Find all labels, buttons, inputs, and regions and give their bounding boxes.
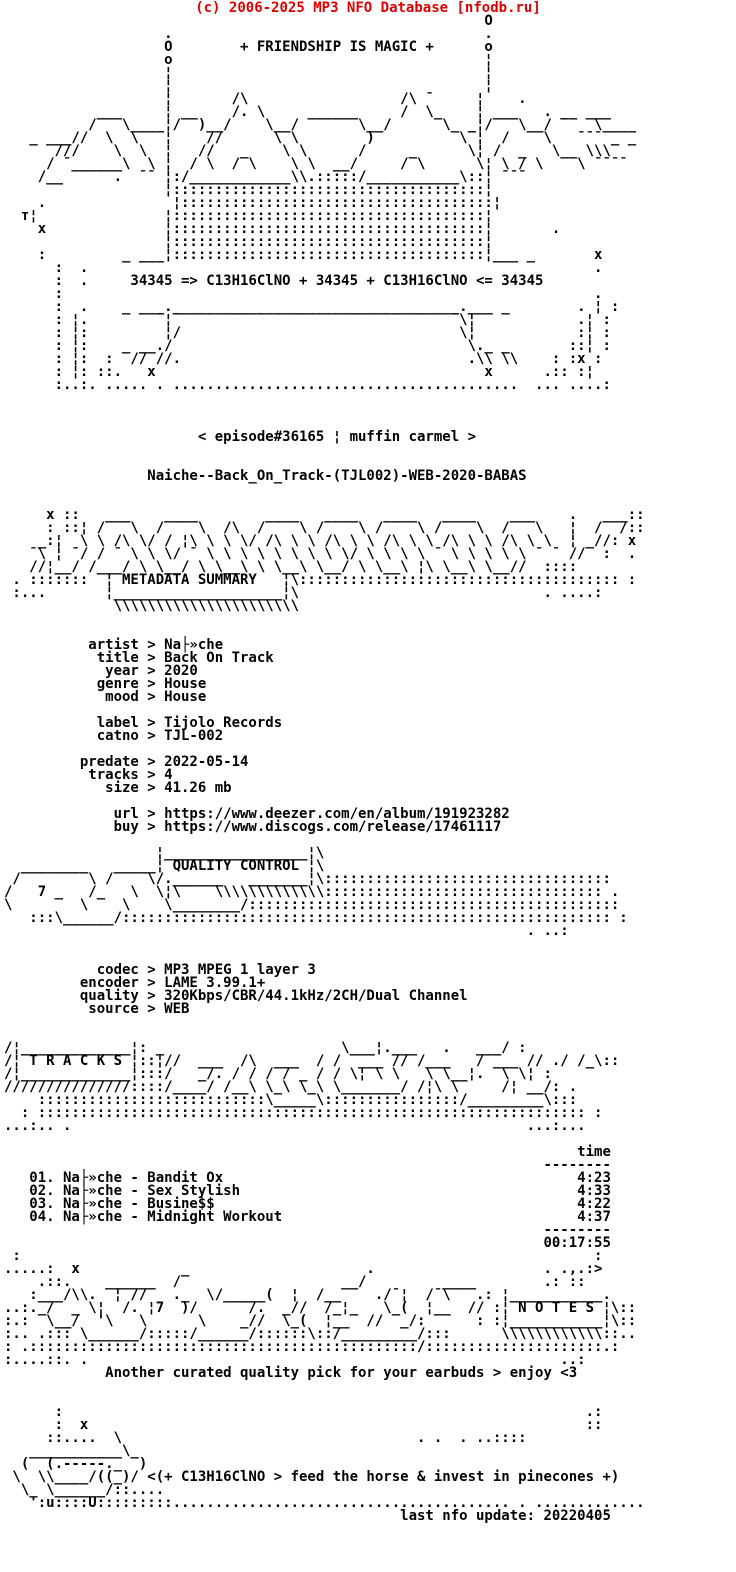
site-copyright-banner: (c) 2006-2025 MP3 NFO Database [nfodb.ru… [195,0,541,16]
nfo-ascii-text: O . . O + FRIENDSHIP IS MAGIC + o o ¦ ¦ [4,13,645,1524]
